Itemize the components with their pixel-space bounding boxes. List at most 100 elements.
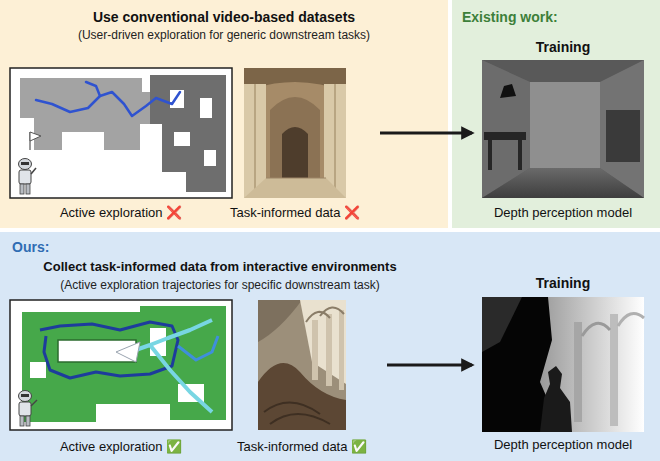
map-illustration	[20, 184, 24, 194]
figure-caption: Active exploration ❌	[6, 204, 236, 222]
panel-subheading: Collect task-informed data from interact…	[0, 259, 440, 275]
panel-background	[0, 0, 448, 228]
church-photo	[264, 402, 320, 414]
depth-map	[540, 366, 572, 432]
figure-caption: Depth perception model	[478, 204, 648, 222]
map-illustration	[178, 336, 218, 360]
panel-subheading: (Active exploration trajectories for spe…	[20, 278, 420, 293]
figure-box: Task-informed data ❌	[216, 68, 374, 222]
map-illustration	[34, 118, 62, 150]
church-photo	[312, 320, 318, 380]
depth-map	[482, 60, 644, 198]
church-photo	[258, 300, 346, 430]
panel-background	[0, 232, 660, 461]
church-photo	[334, 84, 336, 198]
depth-map	[606, 110, 640, 162]
panel-heading: Ours:	[0, 238, 200, 256]
depth-map	[530, 82, 600, 168]
church-photo	[306, 312, 330, 322]
figure-caption: Depth perception model	[478, 436, 648, 454]
depth-map	[482, 297, 644, 432]
map-illustration	[86, 82, 100, 96]
church-photo	[244, 178, 346, 198]
church-photo	[266, 178, 326, 179]
church-photo	[244, 84, 266, 198]
map-illustration	[116, 342, 140, 362]
map-illustration	[40, 322, 178, 378]
depth-map	[582, 323, 610, 336]
flow-arrow	[387, 364, 472, 367]
figure-caption: Task-informed data ❌	[216, 204, 374, 222]
figure-box: Active exploration ❌	[6, 68, 236, 222]
figure-caption: Active exploration ✅	[6, 438, 236, 456]
church-photo	[282, 127, 308, 185]
panel-box: Existing work: TrainingDepth perception m…	[452, 0, 660, 228]
church-photo	[254, 84, 256, 198]
map-illustration	[20, 416, 24, 426]
church-photo	[258, 300, 346, 430]
depth-map	[610, 314, 618, 426]
church-photo	[270, 414, 330, 424]
map-illustration	[26, 184, 30, 194]
map-illustration	[174, 132, 190, 146]
map-illustration	[10, 68, 232, 198]
figure-box: TrainingDepth perception model	[478, 36, 648, 222]
map-illustration	[36, 92, 180, 116]
panel-background	[452, 0, 660, 228]
map-illustration	[31, 400, 37, 406]
figure-caption: Task-informed data ✅	[223, 438, 381, 456]
depth-map	[518, 140, 522, 170]
map-illustration	[19, 159, 32, 170]
map-illustration	[30, 132, 41, 141]
map-illustration	[10, 300, 232, 430]
church-photo	[244, 68, 346, 198]
stage-heading: Training	[478, 272, 648, 294]
panel-subheading: (User-driven exploration for generic dow…	[0, 28, 448, 43]
map-illustration	[30, 362, 46, 378]
depth-map	[540, 297, 644, 432]
depth-map	[574, 322, 582, 422]
depth-map	[500, 84, 516, 98]
map-illustration	[31, 168, 36, 174]
map-illustration	[21, 162, 29, 165]
panel-heading: Existing work:	[452, 8, 660, 26]
stage-heading: Training	[478, 36, 648, 58]
panel-heading: Use conventional video-based datasets	[0, 8, 448, 26]
figure-box: Task-informed data ✅	[223, 300, 381, 456]
depth-map	[482, 297, 644, 432]
map-illustration	[22, 306, 226, 422]
map-illustration	[10, 68, 232, 198]
panel-box: Ours: Collect task-informed data from int…	[0, 232, 660, 461]
church-photo	[244, 68, 346, 198]
panel-box: Use conventional video-based datasets (Us…	[0, 0, 448, 228]
map-illustration	[200, 98, 212, 118]
map-illustration	[10, 300, 232, 430]
flow-arrow	[380, 132, 472, 135]
figure-box: TrainingDepth perception model	[478, 272, 648, 454]
church-photo	[258, 363, 346, 430]
figure-box: Active exploration ✅	[6, 300, 236, 456]
church-photo	[258, 300, 302, 342]
depth-map	[488, 140, 492, 170]
church-photo	[339, 310, 344, 390]
map-illustration	[19, 170, 31, 184]
map-illustration	[19, 402, 31, 416]
depth-map	[482, 168, 644, 198]
map-illustration	[150, 345, 212, 412]
depth-map	[482, 297, 522, 352]
church-photo	[320, 307, 344, 316]
depth-map	[482, 60, 644, 198]
map-illustration	[21, 394, 29, 397]
church-photo	[326, 314, 332, 386]
map-illustration	[130, 320, 212, 352]
map-illustration	[26, 416, 30, 426]
map-illustration	[150, 75, 226, 192]
map-illustration	[170, 90, 184, 108]
map-illustration	[204, 150, 216, 166]
map-illustration	[19, 391, 32, 402]
depth-map	[484, 132, 526, 140]
